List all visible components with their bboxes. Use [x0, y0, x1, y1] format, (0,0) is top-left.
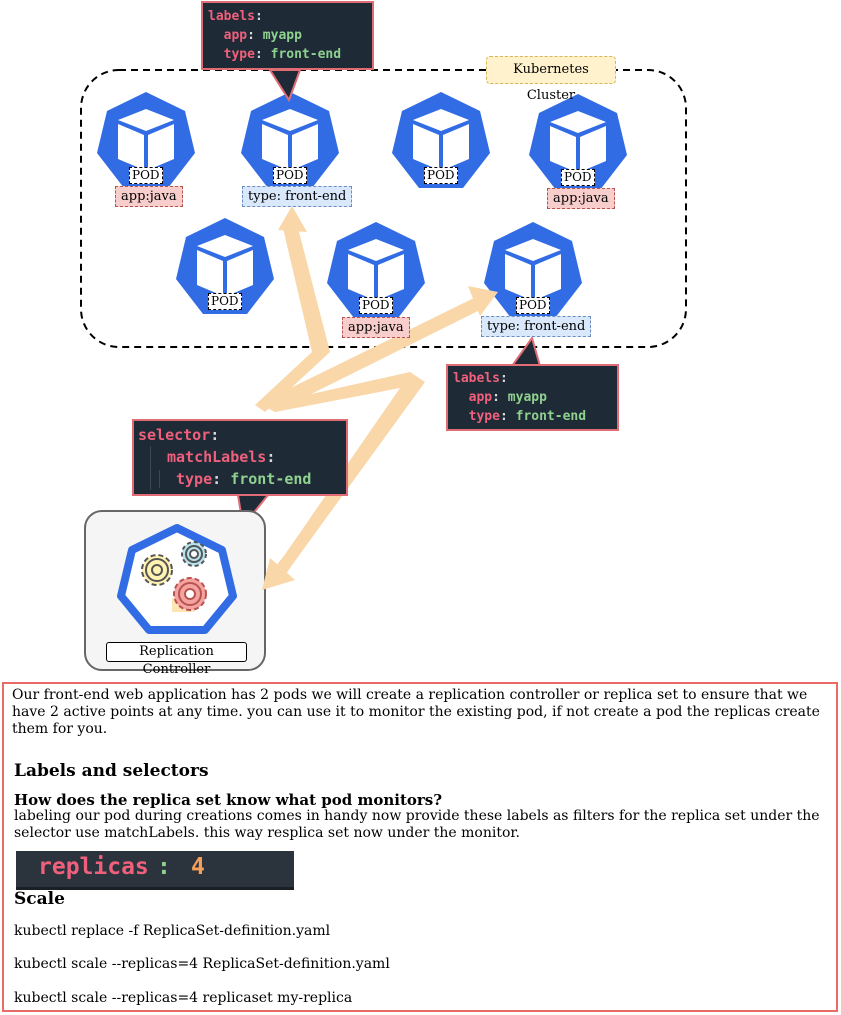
yaml-punct: : [266, 448, 276, 466]
yaml-value: front-end [270, 47, 342, 62]
scale-heading: Scale [14, 889, 65, 909]
pod-label: POD [359, 297, 393, 314]
yaml-value: front-end [230, 470, 312, 488]
yaml-key: selector [138, 426, 211, 444]
replicas-code-image: replicas : 4 [16, 851, 294, 890]
cluster-boundary [80, 69, 687, 348]
labels-callout: labels: app: myapp type: front-end [446, 364, 619, 431]
yaml-punct: : [212, 470, 231, 488]
pod-label: POD [129, 167, 163, 184]
yaml-value: front-end [515, 409, 587, 424]
yaml-punct: : [499, 409, 516, 424]
yaml-value: myapp [262, 28, 302, 43]
labels-callout: labels: app: myapp type: front-end [201, 1, 374, 70]
cluster-label: Kubernetes Cluster [486, 56, 616, 103]
replication-controller-label: Replication Controller [106, 642, 247, 677]
pod-label: POD [561, 169, 595, 186]
command-line: kubectl scale --replicas=4 ReplicaSet-de… [14, 956, 390, 972]
yaml-key: type [176, 470, 213, 488]
pod-label: POD [516, 297, 550, 314]
pod-tag: type: front-end [242, 186, 353, 207]
notes-panel: Our front-end web application has 2 pods… [2, 682, 838, 1012]
labels-selectors-heading: Labels and selectors [14, 761, 209, 781]
yaml-value: myapp [507, 390, 547, 405]
yaml-key: labels [208, 9, 255, 24]
yaml-punct: : [492, 390, 508, 405]
yaml-punct: : [210, 426, 220, 444]
replicas-value: 4 [191, 854, 205, 880]
callout-pointer [268, 69, 302, 103]
yaml-punct: : [247, 28, 263, 43]
controller-icon-overlay [117, 524, 237, 634]
callout-pointer [510, 335, 542, 367]
pod-tag: type: front-end [481, 316, 592, 337]
pod-label: POD [208, 293, 242, 310]
pod-tag: app:java [115, 186, 183, 207]
yaml-punct: : [254, 9, 263, 24]
yaml-key: labels [453, 371, 500, 386]
yaml-key: type [223, 47, 255, 62]
yaml-key: matchLabels [167, 448, 267, 466]
arrow-head [262, 548, 298, 590]
selector-callout: selector: matchLabels: type: front-end [132, 419, 348, 496]
command-line: kubectl replace -f ReplicaSet-definition… [14, 923, 331, 939]
pod-tag: app:java [342, 317, 410, 338]
replicas-punct: : [157, 854, 171, 880]
yaml-key: type [468, 409, 500, 424]
yaml-key: app [468, 390, 493, 405]
answer-text: labeling our pod during creations comes … [14, 808, 820, 841]
pod-tag: app:java [547, 188, 615, 209]
yaml-punct: : [499, 371, 508, 386]
intro-text: Our front-end web application has 2 pods… [12, 687, 820, 737]
replicas-key: replicas [38, 854, 149, 880]
pod-label: POD [424, 167, 458, 184]
question-heading: How does the replica set know what pod m… [14, 791, 443, 809]
yaml-key: app [223, 28, 248, 43]
pod-label: POD [273, 167, 307, 184]
yaml-punct: : [254, 47, 271, 62]
command-line: kubectl scale --replicas=4 replicaset my… [14, 990, 353, 1006]
